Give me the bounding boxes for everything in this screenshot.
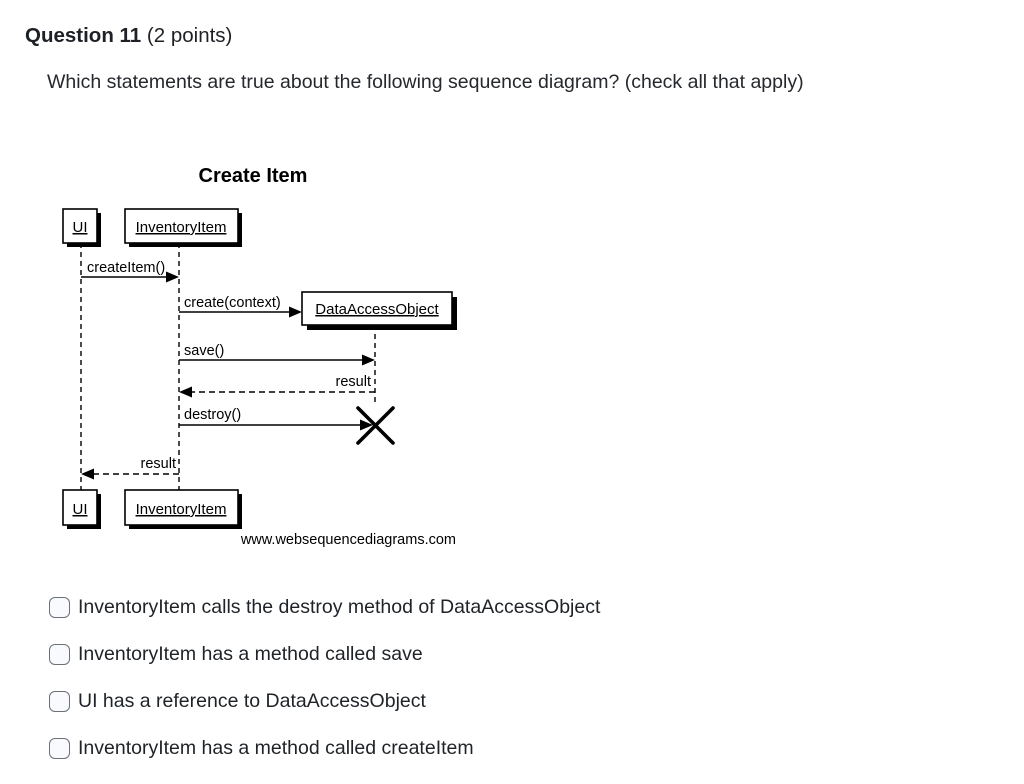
question-text: Which statements are true about the foll… bbox=[47, 71, 804, 93]
message-save: save() bbox=[179, 343, 375, 366]
diagram-watermark: www.websequencediagrams.com bbox=[240, 532, 456, 548]
option-label-2[interactable]: InventoryItem has a method called save bbox=[78, 642, 423, 665]
participant-inventoryitem-bottom-label: InventoryItem bbox=[136, 501, 227, 518]
option-label-1[interactable]: InventoryItem calls the destroy method o… bbox=[78, 595, 601, 618]
participant-dataaccessobject-box: DataAccessObject bbox=[301, 291, 457, 330]
message-result-dao: result bbox=[179, 374, 375, 398]
option-label-4[interactable]: InventoryItem has a method called create… bbox=[78, 736, 474, 759]
sequence-diagram: Create Item UI InventoryItem createItem(… bbox=[62, 165, 457, 548]
option-checkbox-4[interactable] bbox=[49, 737, 70, 759]
question-header: Question 11 (2 points) bbox=[25, 24, 232, 48]
question-points-text: (2 points) bbox=[146, 24, 233, 47]
option-checkbox-3[interactable] bbox=[49, 690, 70, 712]
participant-ui-label: UI bbox=[73, 219, 88, 236]
diagram-title: Create Item bbox=[199, 165, 308, 187]
message-result-dao-label: result bbox=[336, 374, 371, 390]
participant-ui-bottom-box: UI bbox=[62, 489, 101, 529]
message-destroy-label: destroy() bbox=[184, 407, 241, 423]
question-points: (2 points) bbox=[147, 24, 232, 47]
message-save-label: save() bbox=[184, 343, 224, 359]
message-create-context: create(context) bbox=[179, 295, 302, 318]
option-label-3[interactable]: UI has a reference to DataAccessObject bbox=[78, 689, 426, 712]
message-result-ui: result bbox=[81, 456, 179, 480]
option-checkbox-2[interactable] bbox=[49, 643, 70, 665]
arrowhead-left-icon bbox=[81, 468, 94, 480]
destruction-x-icon bbox=[356, 406, 395, 445]
arrowhead-right-icon bbox=[166, 271, 179, 283]
participant-ui-top-box: UI bbox=[62, 208, 101, 247]
sequence-diagram-image: Create Item UI InventoryItem createItem(… bbox=[55, 155, 475, 555]
message-destroy: destroy() bbox=[179, 406, 395, 445]
option-row-4: InventoryItem has a method called create… bbox=[49, 736, 474, 760]
participant-inventoryitem-bottom-box: InventoryItem bbox=[124, 489, 242, 529]
participant-inventoryitem-top-box: InventoryItem bbox=[124, 208, 242, 247]
option-row-2: InventoryItem has a method called save bbox=[49, 642, 423, 666]
participant-dataaccessobject-label: DataAccessObject bbox=[315, 301, 439, 318]
message-result-ui-label: result bbox=[141, 456, 176, 472]
arrowhead-left-icon bbox=[179, 386, 192, 398]
option-row-1: InventoryItem calls the destroy method o… bbox=[49, 595, 600, 619]
message-create-item-label: createItem() bbox=[87, 260, 165, 276]
participant-inventoryitem-label: InventoryItem bbox=[136, 219, 227, 236]
participant-ui-bottom-label: UI bbox=[73, 501, 88, 518]
message-create-item: createItem() bbox=[81, 260, 179, 283]
option-checkbox-1[interactable] bbox=[49, 596, 70, 618]
question-number: Question 11 bbox=[25, 24, 142, 47]
arrowhead-right-icon bbox=[362, 354, 375, 366]
arrowhead-right-icon bbox=[360, 419, 373, 431]
arrowhead-right-icon bbox=[289, 306, 302, 318]
option-row-3: UI has a reference to DataAccessObject bbox=[49, 689, 426, 713]
message-create-context-label: create(context) bbox=[184, 295, 281, 311]
